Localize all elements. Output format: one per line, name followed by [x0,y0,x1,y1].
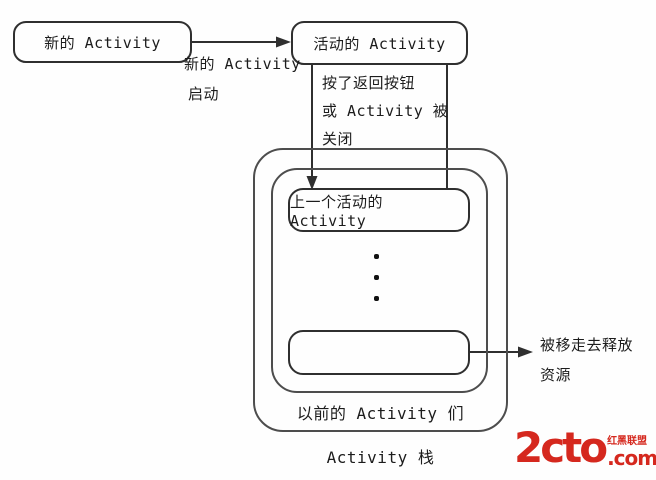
start-label-line2: 启动 [188,85,220,103]
start-label-line1: 新的 Activity [184,55,301,73]
arrow-new-to-active [192,36,291,48]
logo-tagline: 红黑联盟 [607,436,648,447]
logo-domain-suffix: .com [607,446,656,470]
dot-icon [374,275,379,280]
removed-label-line2: 资源 [540,366,572,384]
activity-stack-caption: Activity 栈 [326,448,435,467]
new-activity-box: 新的 Activity [13,21,192,63]
previous-activity-box: 上一个活动的 Activity [288,188,470,232]
activity-stack-container [253,148,508,432]
previous-activities-caption: 以前的 Activity 们 [296,404,465,423]
2cto-watermark-logo: 2cto 红黑联盟 .com [514,423,656,472]
new-activity-label: 新的 Activity [44,33,161,52]
dot-icon [374,254,379,259]
active-activity-label: 活动的 Activity [313,34,446,53]
removed-label-line1: 被移走去释放 [540,336,634,354]
previous-activities-container [271,168,488,393]
previous-activity-label: 上一个活动的 Activity [290,192,384,230]
removed-activity-box [288,330,470,375]
active-activity-box: 活动的 Activity [291,21,468,65]
back-label-line3: 关闭 [322,130,354,148]
ellipsis-dots [374,254,379,301]
back-label-line2: 或 Activity 被 [322,102,449,120]
back-label-line1: 按了返回按钮 [322,74,416,92]
logo-text: 2cto [514,423,608,472]
dot-icon [374,296,379,301]
